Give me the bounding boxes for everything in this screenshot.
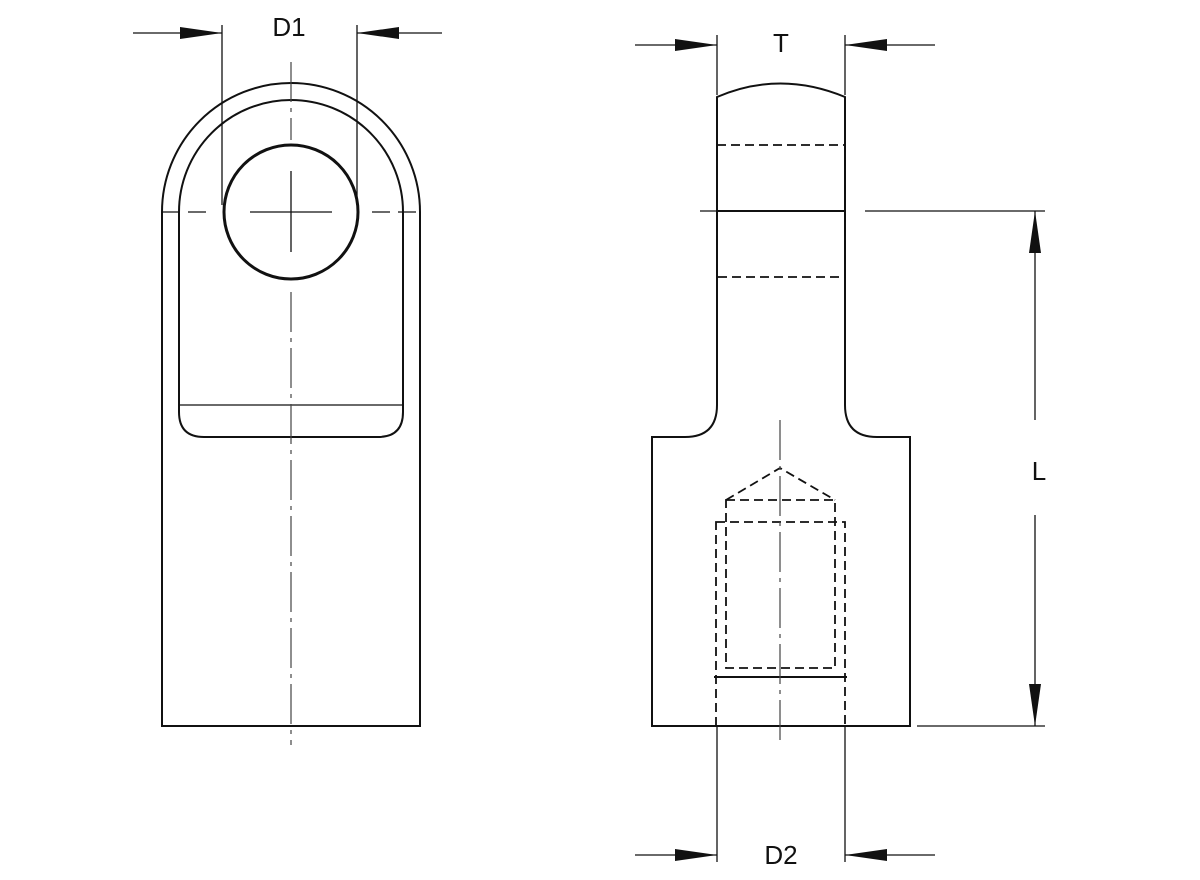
front-view: D1 xyxy=(133,12,442,745)
d2-arrow-right xyxy=(845,849,887,861)
l-arrow-top xyxy=(1029,211,1041,253)
side-outline xyxy=(651,82,911,727)
t-label: T xyxy=(773,28,789,58)
d1-label: D1 xyxy=(272,12,305,42)
t-arrow-left xyxy=(675,39,717,51)
l-label: L xyxy=(1032,456,1046,486)
hidden-drill-bore xyxy=(725,499,836,669)
d2-arrow-left xyxy=(675,849,717,861)
pin-hole xyxy=(222,143,360,281)
t-arrow-right xyxy=(845,39,887,51)
front-inner-slot xyxy=(178,99,404,438)
d2-label: D2 xyxy=(764,840,797,870)
front-outer-outline xyxy=(161,82,421,727)
d1-arrow-right xyxy=(357,27,399,39)
side-view: T L D2 xyxy=(635,28,1046,870)
d1-arrow-left xyxy=(180,27,222,39)
l-arrow-bottom xyxy=(1029,684,1041,726)
